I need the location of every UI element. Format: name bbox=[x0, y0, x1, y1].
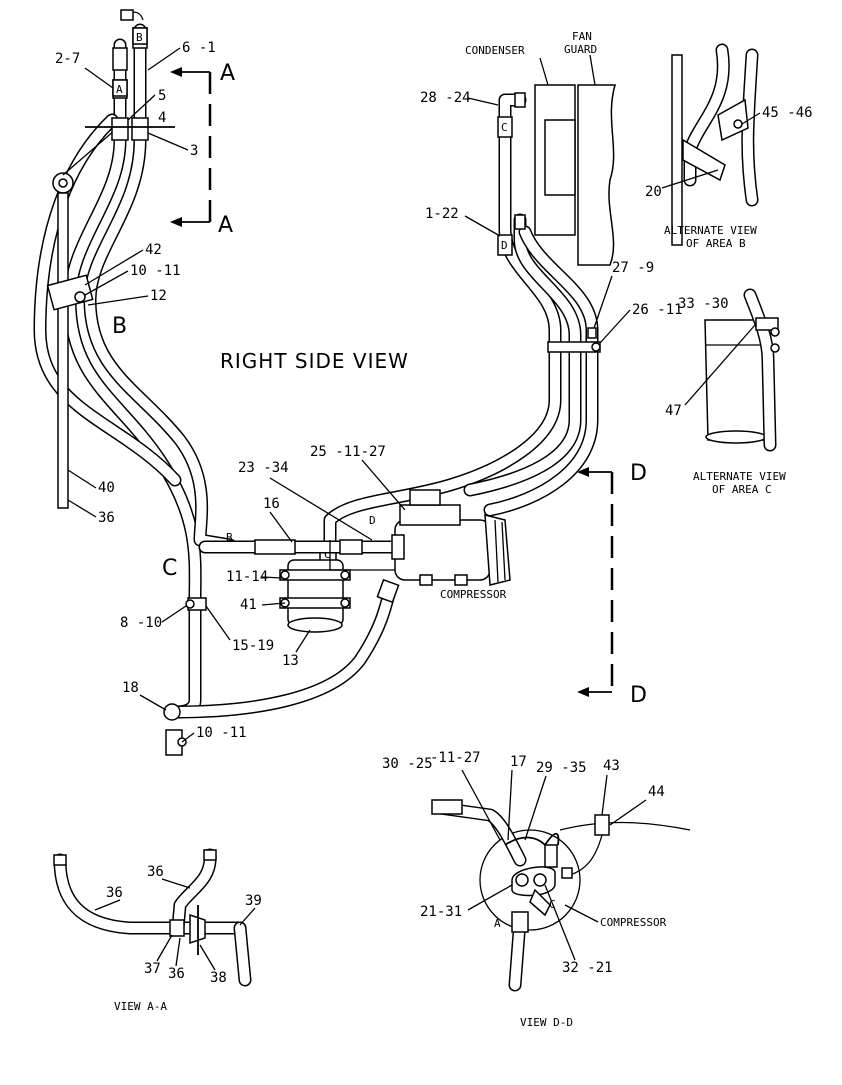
area-letter-b: B bbox=[112, 314, 127, 339]
section-cut-d: D D bbox=[577, 461, 647, 708]
receiver-drier bbox=[279, 559, 351, 633]
view-dd-44: 44 bbox=[648, 784, 665, 800]
view-dd-17: 17 bbox=[510, 754, 527, 770]
mid-lines bbox=[168, 534, 405, 719]
view-dd-43: 43 bbox=[603, 758, 620, 774]
part-labels-main: 2-7 6 -1 5 4 3 42 10 -11 12 40 36 28 -24… bbox=[55, 40, 729, 743]
view-dd-11-27: -11-27 bbox=[430, 750, 481, 766]
part-18: 18 bbox=[122, 680, 139, 696]
guard-label: GUARD bbox=[564, 43, 597, 56]
alternate-view-b: 45 -46 20 ALTERNATE VIEW OF AREA B bbox=[645, 43, 813, 250]
part-25-11-27: 25 -11-27 bbox=[310, 444, 386, 460]
part-41: 41 bbox=[240, 597, 257, 613]
part-10-11-lower: 10 -11 bbox=[196, 725, 247, 741]
part-12: 12 bbox=[150, 288, 167, 304]
area-letter-c: C bbox=[162, 556, 177, 581]
view-dd-29-35: 29 -35 bbox=[536, 760, 587, 776]
view-aa-38: 38 bbox=[210, 970, 227, 986]
part-26-11: 26 -11 bbox=[632, 302, 683, 318]
part-2-7: 2-7 bbox=[55, 51, 80, 67]
part-45-46: 45 -46 bbox=[762, 105, 813, 121]
part-5: 5 bbox=[158, 88, 166, 104]
view-d-d: 30 -25 -11-27 17 29 -35 43 44 21-31 A C … bbox=[382, 750, 691, 1029]
part-10-11-upper: 10 -11 bbox=[130, 263, 181, 279]
part-8-10: 8 -10 bbox=[120, 615, 162, 631]
part-4: 4 bbox=[158, 110, 166, 126]
part-47: 47 bbox=[665, 403, 682, 419]
compressor: COMPRESSOR bbox=[394, 489, 511, 601]
view-a-a: 36 36 39 37 36 38 VIEW A-A bbox=[53, 848, 262, 1013]
part-1-22: 1-22 bbox=[425, 206, 459, 222]
alternate-view-c: 47 ALTERNATE VIEW OF AREA C bbox=[665, 288, 786, 496]
hose-tag-d-right: D bbox=[501, 239, 508, 252]
condenser: CONDENSER FAN GUARD bbox=[465, 30, 616, 266]
compressor-label: COMPRESSOR bbox=[440, 588, 507, 601]
view-dd-caption: VIEW D-D bbox=[520, 1016, 573, 1029]
view-aa-36-a: 36 bbox=[106, 885, 123, 901]
hose-tag-b-top: B bbox=[136, 31, 143, 44]
section-letter-d-top: D bbox=[630, 461, 647, 486]
view-aa-36-b: 36 bbox=[147, 864, 164, 880]
part-23-34: 23 -34 bbox=[238, 460, 289, 476]
section-letter-a-bottom: A bbox=[218, 213, 233, 238]
right-hose-bundle bbox=[323, 93, 599, 547]
condenser-label: CONDENSER bbox=[465, 44, 525, 57]
part-6-1: 6 -1 bbox=[182, 40, 216, 56]
part-28-24: 28 -24 bbox=[420, 90, 471, 106]
part-11-14: 11-14 bbox=[226, 569, 268, 585]
section-cut-a: A A bbox=[170, 61, 235, 238]
section-letter-a-top: A bbox=[220, 61, 235, 86]
view-dd-compressor-label: COMPRESSOR bbox=[600, 916, 667, 929]
part-3: 3 bbox=[190, 143, 198, 159]
hose-tags: A B C D B C D A bbox=[112, 27, 513, 628]
view-dd-tag-a: A bbox=[494, 917, 501, 930]
view-dd-21-31: 21-31 bbox=[420, 904, 462, 920]
hose-tag-c-mid: C bbox=[324, 548, 331, 561]
view-dd-30-25: 30 -25 bbox=[382, 756, 433, 772]
hose-tag-d-mid: D bbox=[369, 514, 376, 527]
alt-view-c-line2: OF AREA C bbox=[712, 483, 772, 496]
alt-view-c-line1: ALTERNATE VIEW bbox=[693, 470, 786, 483]
hose-tag-b-mid: B bbox=[226, 531, 233, 544]
part-33-30: 33 -30 bbox=[678, 296, 729, 312]
view-dd-32-21: 32 -21 bbox=[562, 960, 613, 976]
alt-view-b-line2: OF AREA B bbox=[686, 237, 746, 250]
alt-view-b-line1: ALTERNATE VIEW bbox=[664, 224, 757, 237]
part-13: 13 bbox=[282, 653, 299, 669]
left-hose-bundle bbox=[33, 23, 237, 719]
hose-tag-a-top: A bbox=[116, 83, 123, 96]
clamp-upper-right bbox=[547, 327, 601, 353]
part-16: 16 bbox=[263, 496, 280, 512]
part-27-9: 27 -9 bbox=[612, 260, 654, 276]
part-20: 20 bbox=[645, 184, 662, 200]
part-15-19: 15-19 bbox=[232, 638, 274, 654]
view-aa-caption: VIEW A-A bbox=[114, 1000, 167, 1013]
mount-rod bbox=[52, 129, 116, 509]
fan-label: FAN bbox=[572, 30, 592, 43]
part-36-left: 36 bbox=[98, 510, 115, 526]
page-title: RIGHT SIDE VIEW bbox=[220, 349, 409, 373]
part-40: 40 bbox=[98, 480, 115, 496]
lower-clamps bbox=[163, 597, 207, 756]
clamp-b bbox=[46, 274, 94, 311]
part-42: 42 bbox=[145, 242, 162, 258]
view-aa-36-c: 36 bbox=[168, 966, 185, 982]
section-letter-d-bottom: D bbox=[630, 683, 647, 708]
view-aa-37: 37 bbox=[144, 961, 161, 977]
hose-tag-c-right: C bbox=[501, 121, 508, 134]
view-aa-39: 39 bbox=[245, 893, 262, 909]
